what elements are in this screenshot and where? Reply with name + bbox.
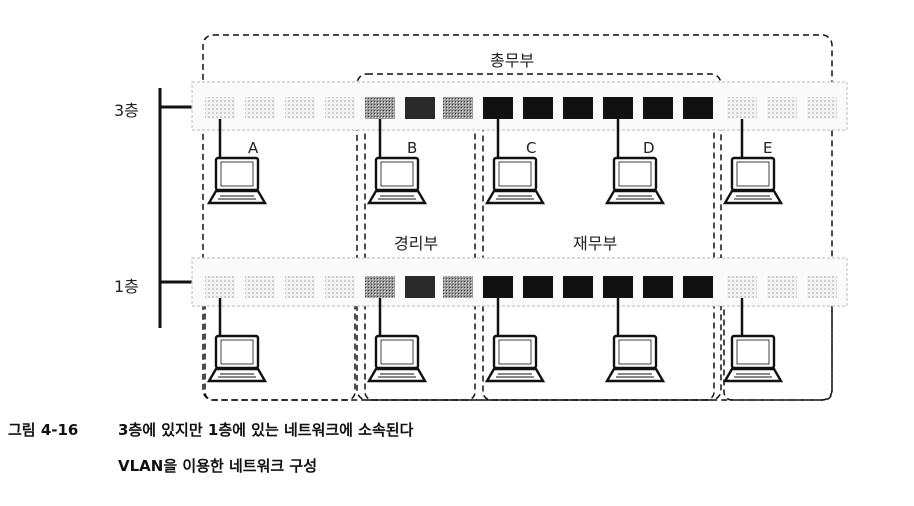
floor3-label: 3층 [114,101,139,120]
floor3-switch-ports [205,97,837,119]
figure-subtitle: VLAN을 이용한 네트워크 구성 [118,457,317,475]
floor1-laptop-5-icon [723,334,783,383]
pc-label-e: E [763,139,773,157]
figure-title: 3층에 있지만 1층에 있는 네트워크에 소속된다 [118,421,414,439]
laptop-c-icon [485,156,545,205]
floor1-laptop-1-icon [207,334,267,383]
laptop-a-icon [207,156,267,205]
pc-label-b: B [407,139,418,157]
laptop-e-icon [723,156,783,205]
laptop-b-icon [367,156,427,205]
accounting-inner-boundary [364,91,476,401]
floor3-cables [218,119,744,158]
pc-label-a: A [248,139,259,157]
finance-label: 재무부 [573,234,618,253]
general-affairs-label: 총무부 [490,51,535,70]
floor1-label: 1층 [114,277,139,296]
accounting-label: 경리부 [394,234,439,253]
floor1-laptop-3-icon [485,334,545,383]
accounting-vlan-boundary [356,73,722,401]
pc-label-d: D [643,139,655,157]
floor1-laptop-4-icon [605,334,665,383]
finance-vlan-boundary [482,91,715,401]
general-affairs-vlan-boundary [202,34,833,401]
figure-number: 그림 4-16 [8,421,79,439]
pc-label-c: C [526,139,537,157]
floor1-laptop-2-icon [367,334,427,383]
laptop-d-icon [605,156,665,205]
floor1-switch-ports [205,276,837,298]
floor1-cables [218,298,744,336]
